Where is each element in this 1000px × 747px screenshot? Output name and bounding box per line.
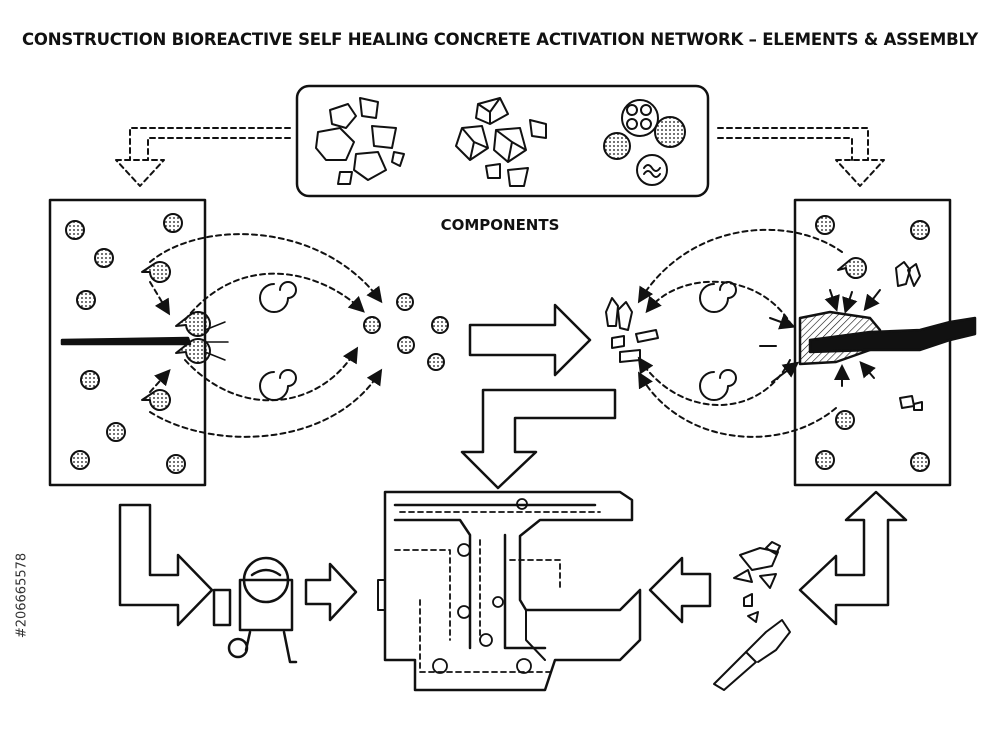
i-beam-icon xyxy=(377,490,642,692)
bottom-right-arrow xyxy=(798,490,908,626)
right-flow-arcs xyxy=(637,228,843,438)
left-particles xyxy=(363,293,449,371)
crystals-icon xyxy=(455,97,547,187)
diagram-title: CONSTRUCTION BIOREACTIVE SELF HEALING CO… xyxy=(22,30,978,49)
top-flow-left xyxy=(115,127,291,187)
left-concrete-panel xyxy=(48,198,229,487)
top-flow-right xyxy=(717,127,885,187)
small-right-arrow xyxy=(304,562,358,622)
crack-icon xyxy=(60,336,192,346)
bacteria-icon xyxy=(636,154,668,186)
bottom-left-arrow xyxy=(118,503,214,627)
components-label: COMPONENTS xyxy=(440,216,560,234)
components-box xyxy=(295,84,710,198)
down-arrow xyxy=(460,388,617,490)
middle-arrow-right xyxy=(468,303,592,377)
aggregate-stones-icon xyxy=(315,97,405,185)
capsules-icon xyxy=(603,99,686,160)
left-swirls xyxy=(259,281,297,401)
mixer-icon xyxy=(212,556,298,664)
trowel-hand-icon xyxy=(713,541,791,691)
right-concrete-panel xyxy=(759,198,977,487)
right-swirls xyxy=(699,281,737,401)
left-flow-arcs xyxy=(149,233,383,438)
right-crystals-icon xyxy=(895,261,923,411)
left-arrow-to-beam xyxy=(648,556,712,624)
middle-crystals-icon xyxy=(605,297,659,363)
